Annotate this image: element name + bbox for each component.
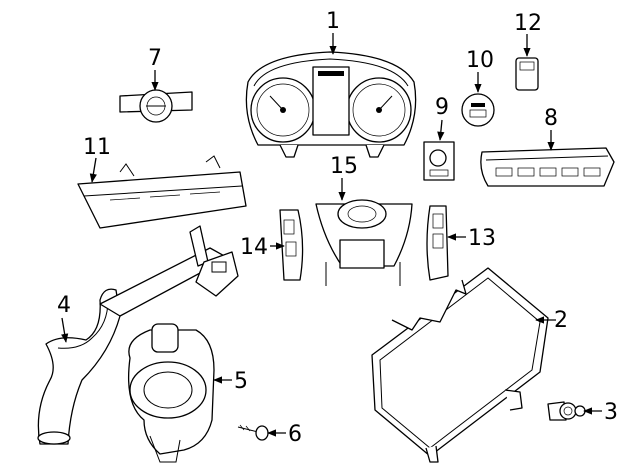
callout-12: 12 <box>514 11 542 36</box>
callout-8: 8 <box>544 106 558 131</box>
headlamp-switch[interactable] <box>119 89 193 123</box>
callout-5: 5 <box>234 369 248 394</box>
steering-column-bracket[interactable] <box>127 323 215 463</box>
leader-lines <box>61 33 602 437</box>
callout-3: 3 <box>604 400 618 425</box>
switch-bank[interactable] <box>77 155 247 229</box>
round-button[interactable] <box>461 93 495 127</box>
center-console[interactable] <box>315 199 413 286</box>
instrument-cluster[interactable] <box>245 51 417 158</box>
support-beam[interactable] <box>99 225 239 317</box>
callout-2: 2 <box>554 308 568 333</box>
callout-7: 7 <box>148 46 162 71</box>
callout-14: 14 <box>240 235 268 260</box>
screw[interactable] <box>237 424 269 441</box>
callout-13: 13 <box>468 226 496 251</box>
callout-10: 10 <box>466 48 494 73</box>
callout-labels: 1 2 3 4 5 6 7 8 9 10 11 12 13 14 15 <box>57 9 618 447</box>
callout-6: 6 <box>288 422 302 447</box>
side-switch-module-left[interactable] <box>279 209 304 281</box>
side-switch-module-right[interactable] <box>426 205 449 281</box>
small-connector[interactable] <box>515 57 539 91</box>
callout-9: 9 <box>435 95 449 120</box>
climate-control-panel[interactable] <box>480 147 615 187</box>
switch-module[interactable] <box>423 141 455 181</box>
callout-4: 4 <box>57 293 71 318</box>
display-screen[interactable] <box>371 267 549 463</box>
callout-11: 11 <box>83 135 111 160</box>
air-duct[interactable] <box>37 288 121 445</box>
clip-fastener[interactable] <box>547 401 586 421</box>
callout-15: 15 <box>330 154 358 179</box>
callout-1: 1 <box>326 9 340 34</box>
